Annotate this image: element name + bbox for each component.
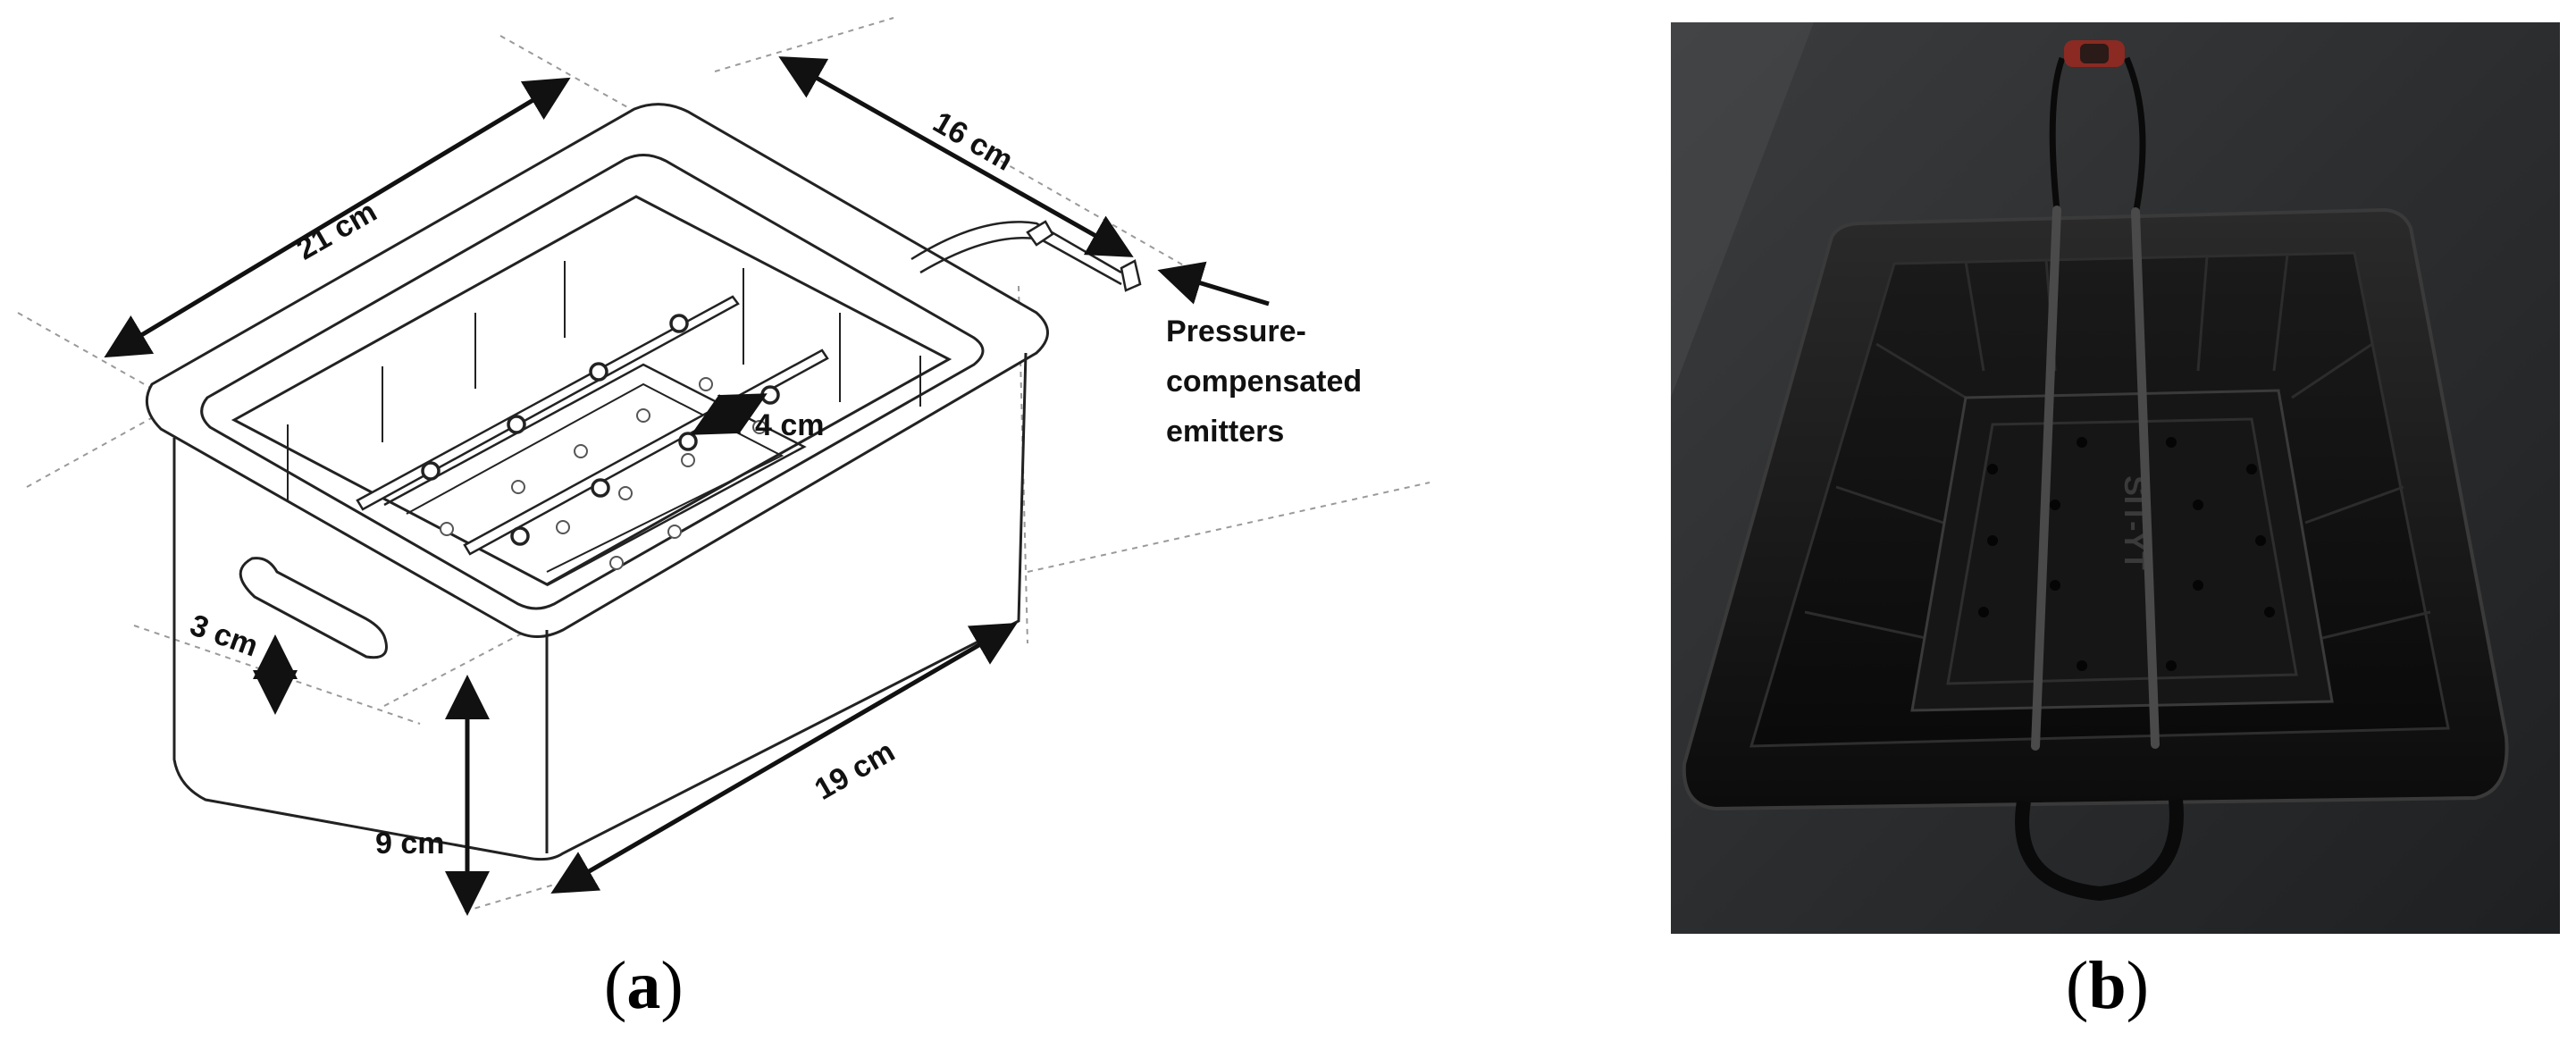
caption-b-open: (: [2066, 948, 2089, 1023]
dim-height: 9 cm: [375, 827, 445, 861]
dim-length-top: 21 cm: [291, 194, 382, 266]
panel-b-photo: SIT-YT: [1671, 22, 2560, 934]
emitter-callout-line-3: emitters: [1166, 415, 1284, 449]
emitter-callout: Pressure- compensated emitters: [1166, 315, 1371, 449]
emitter-markers: [421, 314, 780, 546]
bench-highlight: [1671, 22, 1814, 398]
floor-holes: [1978, 437, 2275, 671]
caption-a-open: (: [604, 948, 627, 1023]
caption-b-close: ): [2126, 948, 2149, 1023]
emitter-callout-line-1: Pressure-: [1166, 315, 1306, 348]
dim-handle-offset: 3 cm: [186, 608, 263, 663]
dim-length-bottom: 19 cm: [809, 735, 900, 807]
supply-tubing: [2049, 56, 2146, 215]
caption-b: (b): [2066, 947, 2149, 1025]
dim-tube-spacing: 4 cm: [755, 408, 825, 442]
connector-collar: [2080, 44, 2109, 63]
tray-wall-ribs: [1804, 254, 2431, 641]
caption-a-letter: a: [626, 948, 661, 1023]
tray-floor-inset: [1946, 417, 2298, 685]
caption-b-letter: b: [2088, 948, 2127, 1023]
tray-isometric-drawing: 21 cm 16 cm 19 cm 9 cm 3 cm 4 cm Pressur…: [17, 17, 1431, 916]
emitter-callout-line-2: compensated: [1166, 365, 1362, 399]
tray-handle: [2015, 799, 2184, 902]
panel-a-diagram: 21 cm 16 cm 19 cm 9 cm 3 cm 4 cm Pressur…: [17, 17, 1431, 916]
dimension-arrows: [104, 56, 1270, 916]
caption-a-close: ): [660, 948, 684, 1023]
tray-photo: SIT-YT: [1671, 22, 2560, 934]
caption-a: (a): [604, 947, 684, 1025]
tray-floor: [1910, 389, 2334, 712]
tray-drip-tubes: [2031, 206, 2160, 751]
